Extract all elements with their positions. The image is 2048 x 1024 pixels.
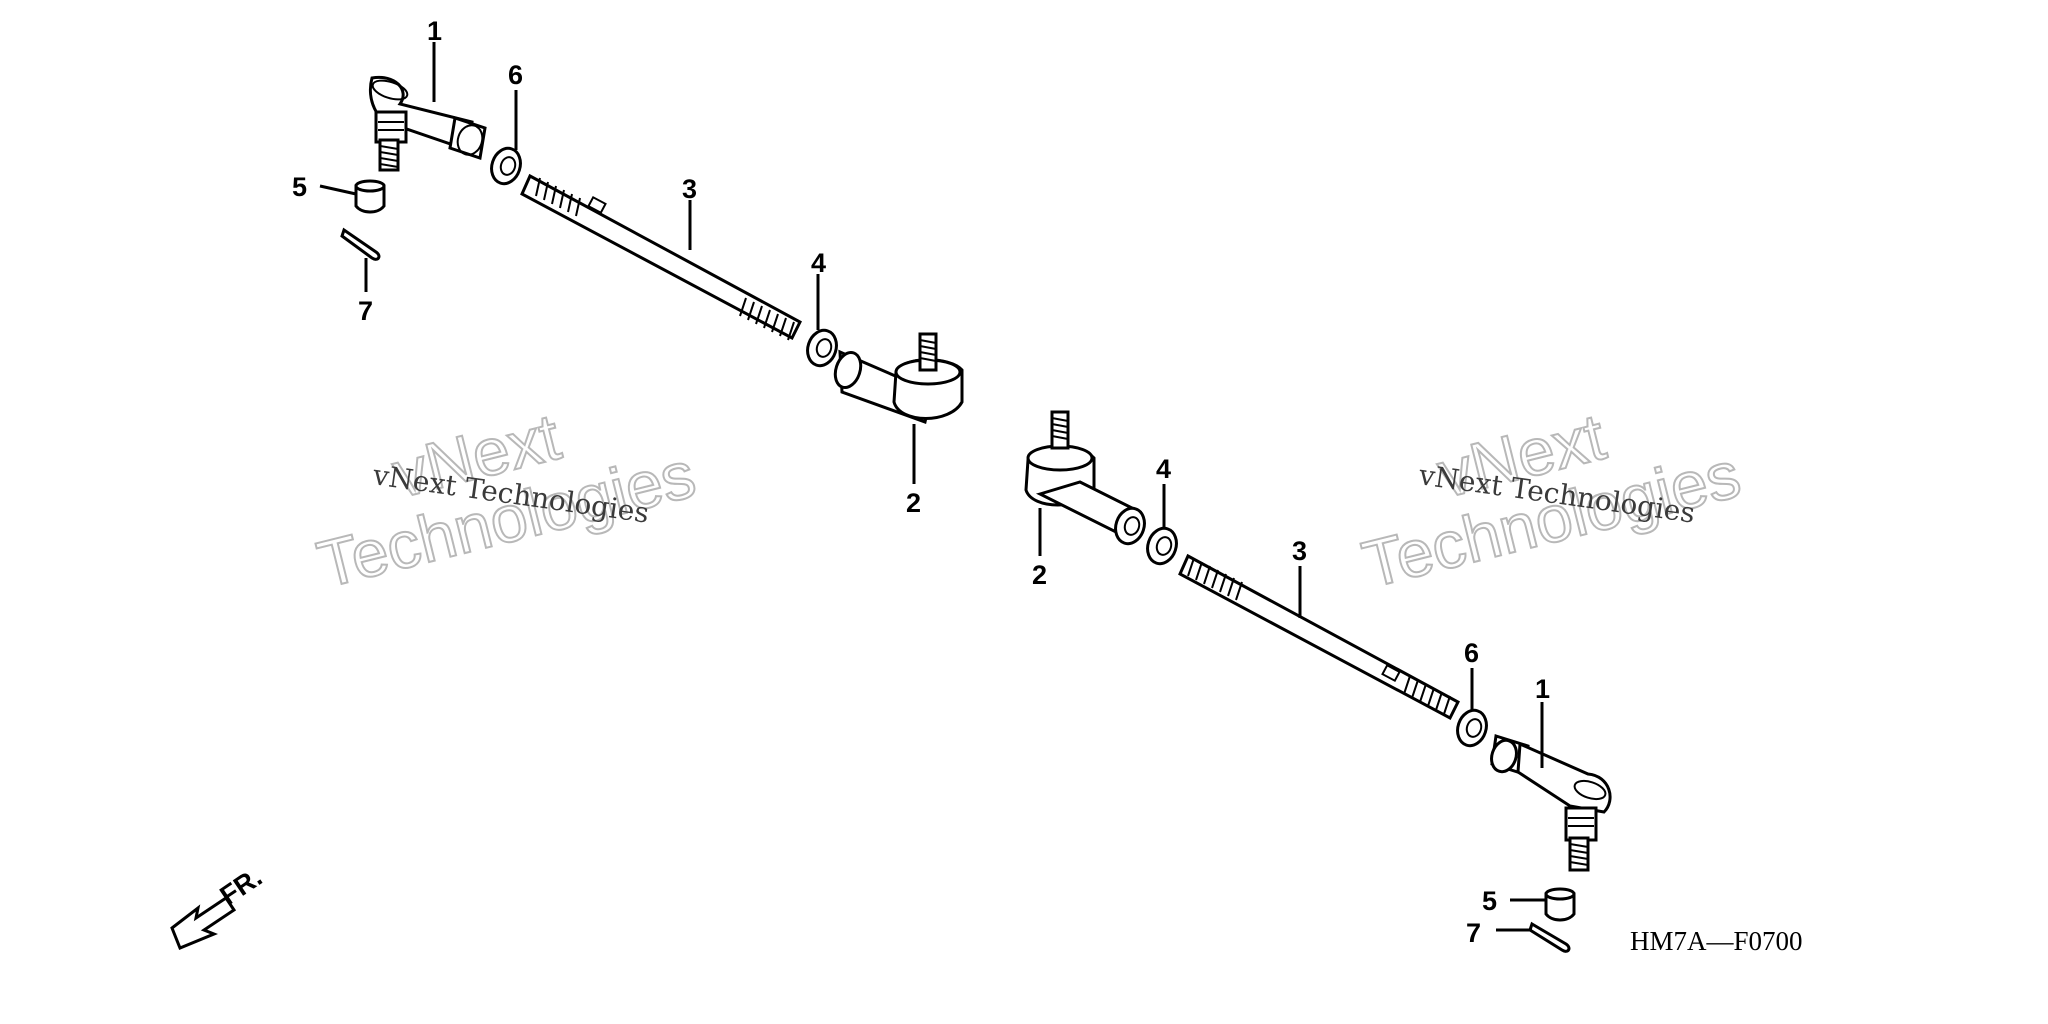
watermark-left: vNext Technologies vNext Technologies — [309, 398, 703, 603]
front-arrow-icon — [170, 895, 237, 950]
left-callout-4: 4 — [811, 248, 826, 278]
right-tie-rod-shaft — [1178, 553, 1460, 721]
left-callout-1: 1 — [427, 16, 442, 46]
right-castle-nut — [1544, 887, 1576, 922]
left-lock-nut — [490, 146, 522, 186]
right-callout-1: 1 — [1535, 674, 1550, 704]
left-castle-nut — [354, 179, 386, 214]
left-callout-6: 6 — [508, 60, 523, 90]
left-callout-3: 3 — [682, 174, 697, 204]
watermark-right: vNext Technologies vNext Technologies — [1354, 398, 1748, 603]
right-cotter-pin — [1528, 921, 1571, 953]
left-callout-5: 5 — [292, 172, 307, 202]
left-leader-5 — [319, 184, 357, 196]
right-tie-rod-end-inner — [1024, 410, 1146, 546]
right-callout-7: 7 — [1466, 918, 1481, 948]
left-inner-lock-nut — [806, 328, 838, 368]
right-callout-3: 3 — [1292, 536, 1307, 566]
right-inner-lock-nut — [1146, 526, 1178, 566]
left-tie-rod-shaft — [520, 173, 802, 341]
right-tie-rod-end-outer — [1490, 734, 1612, 872]
right-tie-rod-assembly: 2 4 3 6 1 5 7 — [1024, 410, 1612, 953]
left-callout-7: 7 — [358, 296, 373, 326]
left-tie-rod-end-outer — [369, 75, 487, 172]
right-callout-4: 4 — [1156, 454, 1171, 484]
left-cotter-pin — [340, 227, 381, 261]
left-tie-rod-end-inner — [833, 332, 964, 424]
left-callout-2: 2 — [906, 488, 921, 518]
right-callout-2: 2 — [1032, 560, 1047, 590]
diagram-code: HM7A—F0700 — [1630, 926, 1803, 956]
left-tie-rod-assembly: 1 6 3 4 2 5 7 — [292, 16, 964, 518]
front-direction-indicator: FR. — [170, 862, 267, 950]
right-lock-nut — [1456, 708, 1488, 748]
right-callout-6: 6 — [1464, 638, 1479, 668]
right-callout-5: 5 — [1482, 886, 1497, 916]
